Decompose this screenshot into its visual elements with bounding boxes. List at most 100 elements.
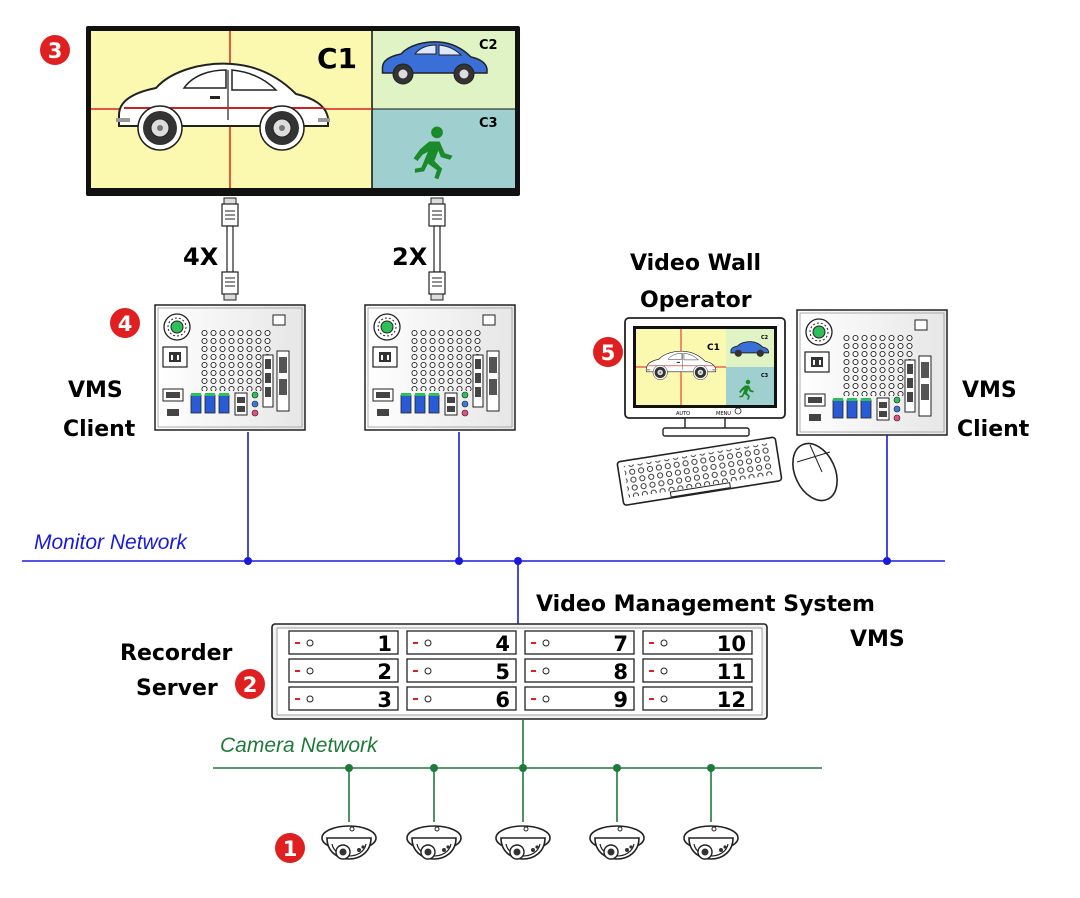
- drive-led-icon: [531, 642, 536, 644]
- dome-camera-icon: [406, 825, 462, 860]
- drive-led-icon: [413, 642, 418, 644]
- drive-button-icon: [424, 695, 432, 703]
- drive-bay: 3: [288, 686, 399, 712]
- drive-bay: 1: [288, 630, 399, 656]
- vms-client-left-label-line1: VMS: [68, 378, 123, 403]
- network-node: [707, 764, 715, 772]
- car-icon: [381, 41, 488, 85]
- network-node: [613, 764, 621, 772]
- drive-led-icon: [295, 642, 300, 644]
- network-node: [244, 557, 252, 565]
- drive-bay: 10: [642, 630, 753, 656]
- badge-4: 4: [110, 308, 140, 338]
- drive-bay-number: 2: [377, 660, 392, 684]
- badge-1: 1: [275, 833, 305, 863]
- drive-button-icon: [306, 639, 314, 647]
- monitor-button-menu[interactable]: MENU: [716, 411, 731, 417]
- network-node: [345, 764, 353, 772]
- svg-text:5: 5: [601, 341, 616, 365]
- drive-led-icon: [295, 670, 300, 672]
- svg-text:1: 1: [283, 837, 298, 861]
- drive-button-icon: [306, 667, 314, 675]
- badge-2: 2: [235, 669, 265, 699]
- drive-bay-number: 1: [377, 632, 392, 656]
- drive-led-icon: [531, 670, 536, 672]
- tile-label-c2: C2: [479, 38, 498, 53]
- recorder-label-line2: Server: [136, 676, 218, 701]
- drive-button-icon: [306, 695, 314, 703]
- car-icon: [730, 341, 769, 357]
- vms-abbr: VMS: [850, 627, 905, 652]
- vms-client-right-label-line2: Client: [957, 417, 1030, 442]
- drive-led-icon: [531, 698, 536, 700]
- drive-button-icon: [424, 667, 432, 675]
- network-node: [430, 764, 438, 772]
- dome-camera-icon: [321, 825, 377, 860]
- vms-client-left-pc: [154, 304, 306, 431]
- recorder-label-line1: Recorder: [120, 641, 233, 666]
- operator-monitor: C1 C2 C3 AUTO MENU: [624, 317, 786, 437]
- monitor-tile-label-c3: C3: [761, 373, 769, 379]
- wall-tile-c3: [372, 109, 515, 188]
- drive-led-icon: [413, 698, 418, 700]
- drive-button-icon: [542, 639, 550, 647]
- drive-bay-number: 10: [717, 632, 746, 656]
- drive-bay: 12: [642, 686, 753, 712]
- monitor-network: [22, 432, 945, 624]
- dome-camera-icon: [495, 825, 551, 860]
- drive-bay-number: 6: [495, 688, 510, 712]
- network-node: [883, 557, 891, 565]
- drive-bay: 9: [524, 686, 635, 712]
- drive-button-icon: [660, 639, 668, 647]
- vms-client-middle-pc: [364, 304, 516, 431]
- power-button-icon[interactable]: [734, 407, 742, 415]
- drive-bay-number: 4: [495, 632, 510, 656]
- vms-client-right-pc: [796, 309, 948, 436]
- drive-led-icon: [649, 698, 654, 700]
- drive-bay: 6: [406, 686, 517, 712]
- drive-bay: 11: [642, 658, 753, 684]
- monitor-tile-label-c1: C1: [707, 343, 720, 353]
- cable-label-4x: 4X: [183, 243, 219, 271]
- drive-bay-number: 11: [717, 660, 746, 684]
- monitor-button-auto[interactable]: AUTO: [676, 411, 690, 417]
- vms-client-right-label-line1: VMS: [962, 378, 1017, 403]
- drive-button-icon: [660, 667, 668, 675]
- svg-text:3: 3: [48, 39, 63, 63]
- cable-label-2x: 2X: [392, 243, 428, 271]
- svg-text:2: 2: [243, 673, 258, 697]
- tile-label-c1: C1: [317, 42, 357, 75]
- dome-camera-icon: [683, 825, 739, 860]
- drive-button-icon: [542, 667, 550, 675]
- drive-button-icon: [542, 695, 550, 703]
- drive-bay-number: 3: [377, 688, 392, 712]
- drive-button-icon: [660, 695, 668, 703]
- vms-title: Video Management System: [536, 592, 875, 617]
- vms-client-left-label-line2: Client: [63, 417, 136, 442]
- monitor-tile-label-c2: C2: [761, 335, 769, 341]
- svg-text:4: 4: [118, 312, 133, 336]
- network-node: [455, 557, 463, 565]
- drive-bay-number: 7: [613, 632, 628, 656]
- drive-bay: 8: [524, 658, 635, 684]
- drive-bay-number: 8: [613, 660, 628, 684]
- drive-bay: 2: [288, 658, 399, 684]
- keyboard-icon: [616, 436, 783, 506]
- drive-bay: 5: [406, 658, 517, 684]
- network-node: [519, 764, 527, 772]
- camera-network-label: Camera Network: [220, 734, 379, 757]
- drive-bay: 4: [406, 630, 517, 656]
- dome-camera-icon: [589, 825, 645, 860]
- badge-5: 5: [593, 337, 623, 367]
- drive-bay-number: 9: [613, 688, 628, 712]
- mouse-icon: [792, 442, 838, 502]
- hdmi-cable-icon: [221, 197, 239, 301]
- tile-label-c3: C3: [479, 116, 498, 131]
- operator-label-line1: Video Wall: [630, 251, 761, 276]
- drive-led-icon: [649, 670, 654, 672]
- drive-bay: 7: [524, 630, 635, 656]
- drive-led-icon: [295, 698, 300, 700]
- drive-led-icon: [413, 670, 418, 672]
